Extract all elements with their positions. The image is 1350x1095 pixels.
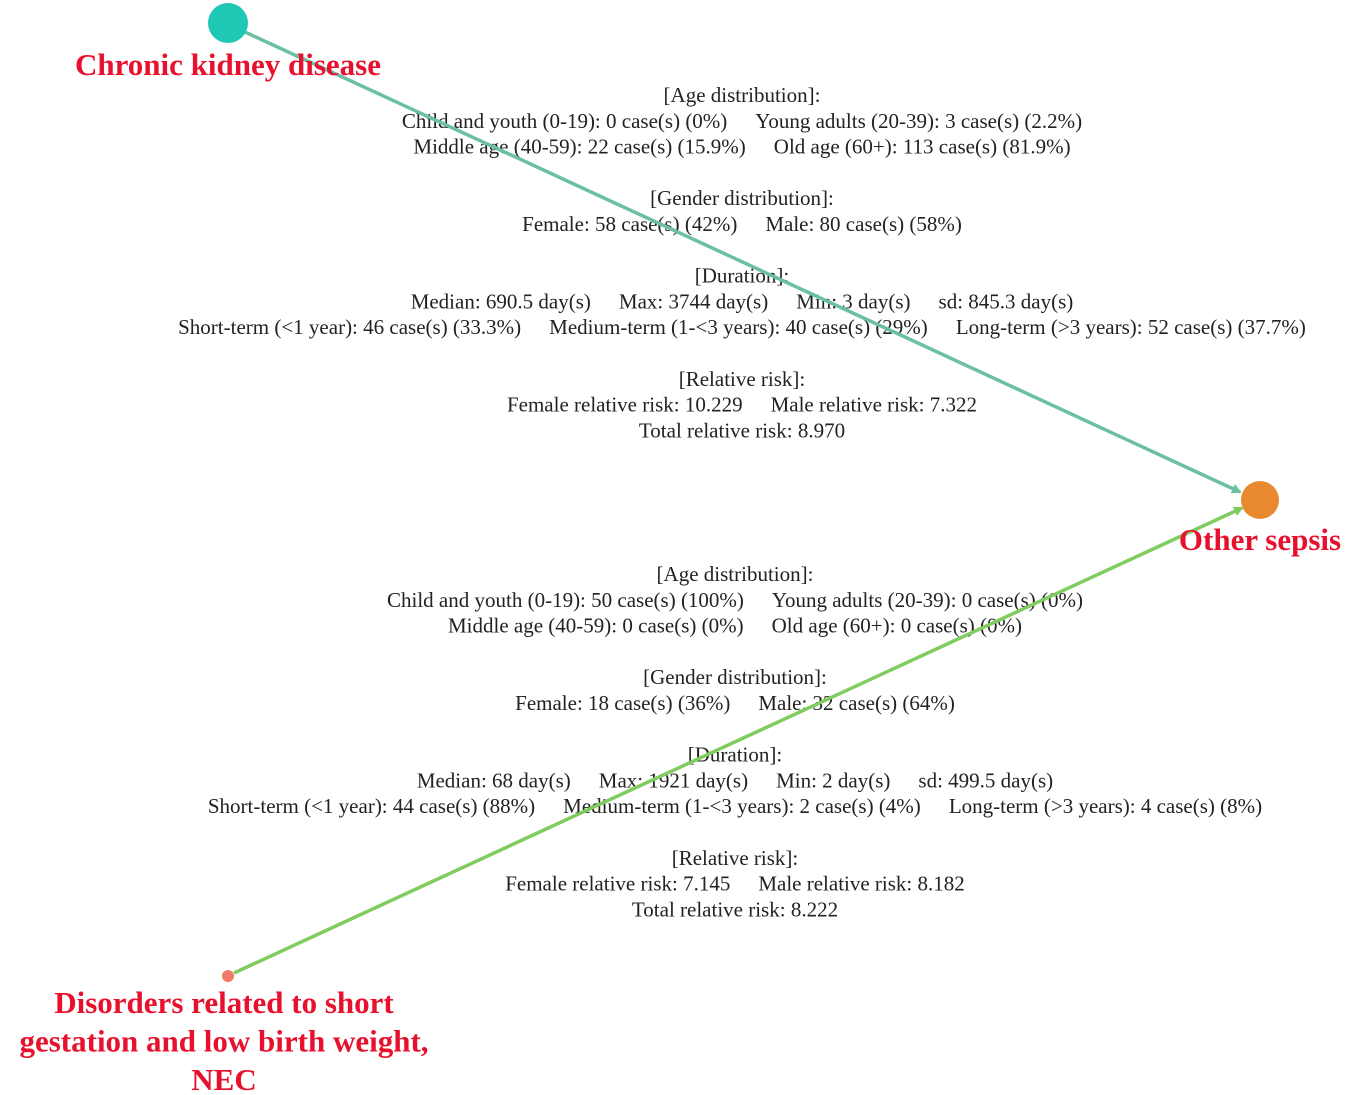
edge-info-segment: Male relative risk: 7.322 xyxy=(771,393,977,417)
edge-info-segment: Median: 68 day(s) xyxy=(417,768,571,792)
node-label: Chronic kidney disease xyxy=(75,47,381,82)
edge-info-segment: Short-term (<1 year): 44 case(s) (88%) xyxy=(208,794,535,818)
edge-info-line: Short-term (<1 year): 44 case(s) (88%) Me… xyxy=(208,794,1262,818)
edge-info-segment: Middle age (40-59): 22 case(s) (15.9%) xyxy=(413,135,745,159)
edge-info-line: [Gender distribution]: xyxy=(643,665,827,689)
edge-ckd-to-sepsis xyxy=(244,30,1242,494)
edge-info-segment: Female: 18 case(s) (36%) xyxy=(515,691,730,715)
edge-info-line: Child and youth (0-19): 0 case(s) (0%) Yo… xyxy=(402,109,1082,133)
edge-info-segment: Child and youth (0-19): 0 case(s) (0%) xyxy=(402,109,727,133)
edge-info-line: Child and youth (0-19): 50 case(s) (100%… xyxy=(387,588,1083,612)
edge-info-segment: Long-term (>3 years): 4 case(s) (8%) xyxy=(949,794,1262,818)
edge-info-line: [Age distribution]: xyxy=(657,562,814,586)
edge-info-segment: Short-term (<1 year): 46 case(s) (33.3%) xyxy=(178,315,521,339)
edge-info-segment: [Duration]: xyxy=(688,743,782,767)
edge-info-line: Female relative risk: 7.145 Male relative… xyxy=(505,872,965,896)
edge-info-segment: Long-term (>3 years): 52 case(s) (37.7%) xyxy=(956,315,1306,339)
edge-short-gestation-to-sepsis xyxy=(233,506,1244,975)
node-ckd[interactable] xyxy=(208,3,248,43)
edge-info-segment: Total relative risk: 8.970 xyxy=(639,418,845,442)
edge-info-line: Female: 18 case(s) (36%) Male: 32 case(s)… xyxy=(515,691,955,715)
edge-info-segment: Median: 690.5 day(s) xyxy=(411,289,591,313)
edge-info-segment: sd: 499.5 day(s) xyxy=(918,768,1053,792)
edge-info-line: [Relative risk]: xyxy=(672,846,799,870)
node-label: Other sepsis xyxy=(1179,522,1341,557)
edge-info-segment: Max: 3744 day(s) xyxy=(619,289,768,313)
edge-info-segment: Male relative risk: 8.182 xyxy=(758,872,964,896)
edge-info-line: Median: 68 day(s) Max: 1921 day(s) Min: 2 … xyxy=(417,768,1053,792)
edge-info-segment: Young adults (20-39): 3 case(s) (2.2%) xyxy=(755,109,1082,133)
edge-info-segment: [Gender distribution]: xyxy=(650,186,834,210)
edge-info-segment: Max: 1921 day(s) xyxy=(599,768,748,792)
edge-info-line: Median: 690.5 day(s) Max: 3744 day(s) Min:… xyxy=(411,289,1074,313)
node-sepsis[interactable] xyxy=(1241,481,1279,519)
edge-info-segment: Min: 2 day(s) xyxy=(776,768,890,792)
edge-info-segment: [Age distribution]: xyxy=(657,562,814,586)
node-label: Disorders related to short xyxy=(54,985,394,1020)
edge-info-segment: Total relative risk: 8.222 xyxy=(632,897,838,921)
edge-info-segment: Female relative risk: 7.145 xyxy=(505,872,730,896)
edge-info-line: [Duration]: xyxy=(688,743,782,767)
edge-info-line: Female relative risk: 10.229 Male relativ… xyxy=(507,393,977,417)
edge-info-segment: Middle age (40-59): 0 case(s) (0%) xyxy=(448,614,744,638)
edge-info-segment: [Age distribution]: xyxy=(664,83,821,107)
edge-info-segment: Female: 58 case(s) (42%) xyxy=(522,212,737,236)
edge-info-segment: [Gender distribution]: xyxy=(643,665,827,689)
edge-info-line: [Relative risk]: xyxy=(679,367,806,391)
node-label: gestation and low birth weight, xyxy=(19,1024,428,1059)
edge-info-segment: Old age (60+): 113 case(s) (81.9%) xyxy=(774,135,1071,159)
edge-info-line: Total relative risk: 8.222 xyxy=(632,897,838,921)
node-short-gestation[interactable] xyxy=(222,970,234,982)
edge-info-segment: Male: 80 case(s) (58%) xyxy=(765,212,962,236)
edge-info-segment: Male: 32 case(s) (64%) xyxy=(758,691,955,715)
edge-info-segment: [Relative risk]: xyxy=(672,846,799,870)
edge-info-line: Total relative risk: 8.970 xyxy=(639,418,845,442)
edge-info-segment: Female relative risk: 10.229 xyxy=(507,393,743,417)
edge-info-segment: [Relative risk]: xyxy=(679,367,806,391)
edge-info-line: Female: 58 case(s) (42%) Male: 80 case(s)… xyxy=(522,212,962,236)
edge-info-segment: Young adults (20-39): 0 case(s) (0%) xyxy=(772,588,1083,612)
edge-info-segment: sd: 845.3 day(s) xyxy=(939,289,1074,313)
edge-info-segment: Medium-term (1-<3 years): 40 case(s) (29… xyxy=(549,315,928,339)
edge-info-line: [Age distribution]: xyxy=(664,83,821,107)
edge-info-line: [Gender distribution]: xyxy=(650,186,834,210)
edge-info-segment: Child and youth (0-19): 50 case(s) (100%… xyxy=(387,588,744,612)
edge-info-segment: Min: 3 day(s) xyxy=(796,289,910,313)
edge-info-line: Short-term (<1 year): 46 case(s) (33.3%)… xyxy=(178,315,1306,339)
edge-info-segment: Old age (60+): 0 case(s) (0%) xyxy=(772,614,1022,638)
node-label: NEC xyxy=(191,1062,256,1095)
edge-info-segment: Medium-term (1-<3 years): 2 case(s) (4%) xyxy=(563,794,921,818)
edge-info-line: Middle age (40-59): 0 case(s) (0%) Old ag… xyxy=(448,614,1022,638)
edge-info-line: Middle age (40-59): 22 case(s) (15.9%) Ol… xyxy=(413,135,1070,159)
